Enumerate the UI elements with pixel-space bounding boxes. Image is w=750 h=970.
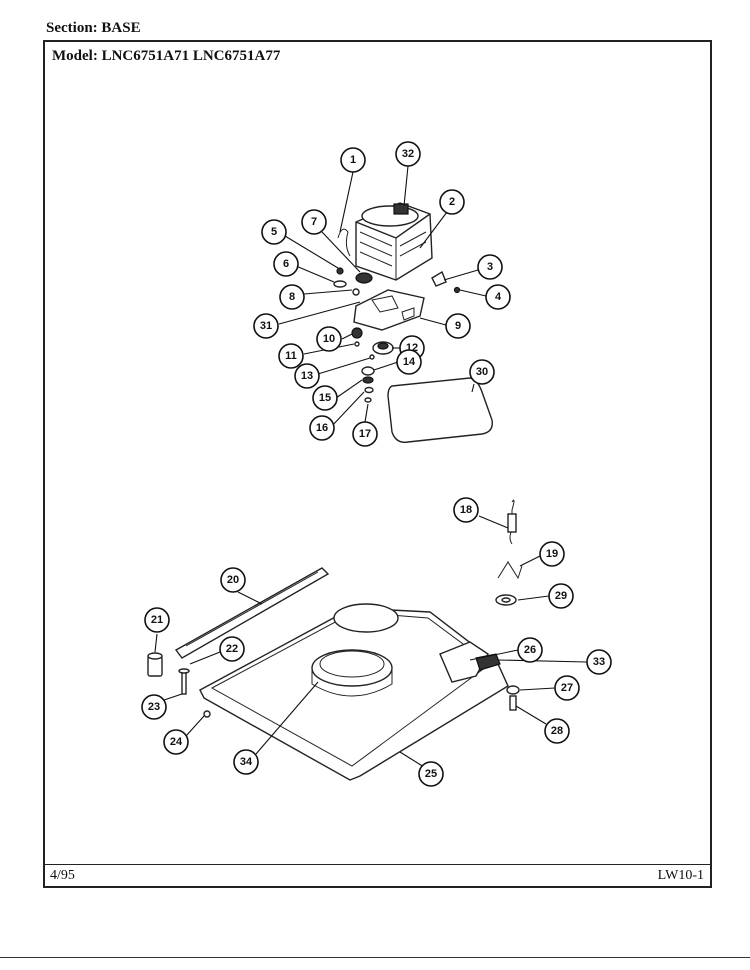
svg-text:1: 1 [350, 154, 356, 166]
footer-divider [44, 864, 711, 865]
spring-parts [495, 499, 523, 606]
svg-text:14: 14 [403, 356, 416, 368]
svg-text:15: 15 [319, 392, 331, 404]
svg-text:33: 33 [593, 656, 605, 668]
svg-text:32: 32 [402, 148, 414, 160]
svg-text:27: 27 [561, 682, 573, 694]
svg-text:20: 20 [227, 574, 239, 586]
callout-25: 25 [418, 761, 444, 787]
svg-text:19: 19 [546, 548, 558, 560]
svg-text:24: 24 [170, 736, 183, 748]
svg-text:31: 31 [260, 320, 272, 332]
footer-date: 4/95 [50, 868, 75, 883]
callout-31: 31 [253, 313, 279, 339]
callout-18: 18 [453, 497, 479, 523]
svg-text:23: 23 [148, 701, 160, 713]
svg-text:4: 4 [495, 291, 502, 303]
svg-text:29: 29 [555, 590, 567, 602]
base-assembly [147, 567, 520, 781]
callout-19: 19 [539, 541, 565, 567]
svg-text:5: 5 [271, 226, 277, 238]
svg-text:16: 16 [316, 422, 328, 434]
callout-11: 11 [278, 343, 304, 369]
svg-text:30: 30 [476, 366, 488, 378]
svg-text:10: 10 [323, 333, 335, 345]
callout-27: 27 [554, 675, 580, 701]
svg-text:2: 2 [449, 196, 455, 208]
callout-8: 8 [279, 284, 305, 310]
section-label: Section: [46, 20, 98, 36]
svg-text:13: 13 [301, 370, 313, 382]
callout-16: 16 [309, 415, 335, 441]
callout-33: 33 [586, 649, 612, 675]
svg-text:8: 8 [289, 291, 295, 303]
model-heading: Model: LNC6751A71 LNC6751A77 [52, 48, 280, 65]
svg-text:28: 28 [551, 725, 563, 737]
svg-text:7: 7 [311, 216, 317, 228]
callout-15: 15 [312, 385, 338, 411]
callout-14: 14 [396, 349, 422, 375]
callout-7: 7 [301, 209, 327, 235]
callout-2: 2 [439, 189, 465, 215]
section-value: BASE [101, 20, 141, 36]
callout-5: 5 [261, 219, 287, 245]
motor-assembly [333, 202, 493, 443]
svg-text:26: 26 [524, 644, 536, 656]
callout-17: 17 [352, 421, 378, 447]
callout-32: 32 [395, 141, 421, 167]
callout-10: 10 [316, 326, 342, 352]
callout-26: 26 [517, 637, 543, 663]
callout-22: 22 [219, 636, 245, 662]
svg-text:3: 3 [487, 261, 493, 273]
svg-text:18: 18 [460, 504, 472, 516]
bottom-divider [0, 957, 750, 958]
svg-text:21: 21 [151, 614, 163, 626]
footer-page-code: LW10-1 [657, 868, 704, 883]
callout-6: 6 [273, 251, 299, 277]
callout-23: 23 [141, 694, 167, 720]
diagram-frame [43, 40, 712, 888]
callout-3: 3 [477, 254, 503, 280]
callout-21: 21 [144, 607, 170, 633]
callout-20: 20 [220, 567, 246, 593]
svg-text:6: 6 [283, 258, 289, 270]
callout-1: 1 [340, 147, 366, 173]
section-heading: Section: BASE [46, 20, 141, 37]
callout-9: 9 [445, 313, 471, 339]
svg-text:34: 34 [240, 756, 253, 768]
svg-text:11: 11 [285, 350, 297, 362]
callout-34: 34 [233, 749, 259, 775]
svg-text:22: 22 [226, 643, 238, 655]
svg-text:25: 25 [425, 768, 437, 780]
svg-text:9: 9 [455, 320, 461, 332]
model-value: LNC6751A71 LNC6751A77 [101, 48, 281, 64]
callout-4: 4 [485, 284, 511, 310]
callout-30: 30 [469, 359, 495, 385]
callout-28: 28 [544, 718, 570, 744]
callout-13: 13 [294, 363, 320, 389]
callout-24: 24 [163, 729, 189, 755]
model-label: Model: [52, 48, 98, 64]
callout-29: 29 [548, 583, 574, 609]
leader-lines [154, 165, 588, 768]
svg-text:17: 17 [359, 428, 371, 440]
